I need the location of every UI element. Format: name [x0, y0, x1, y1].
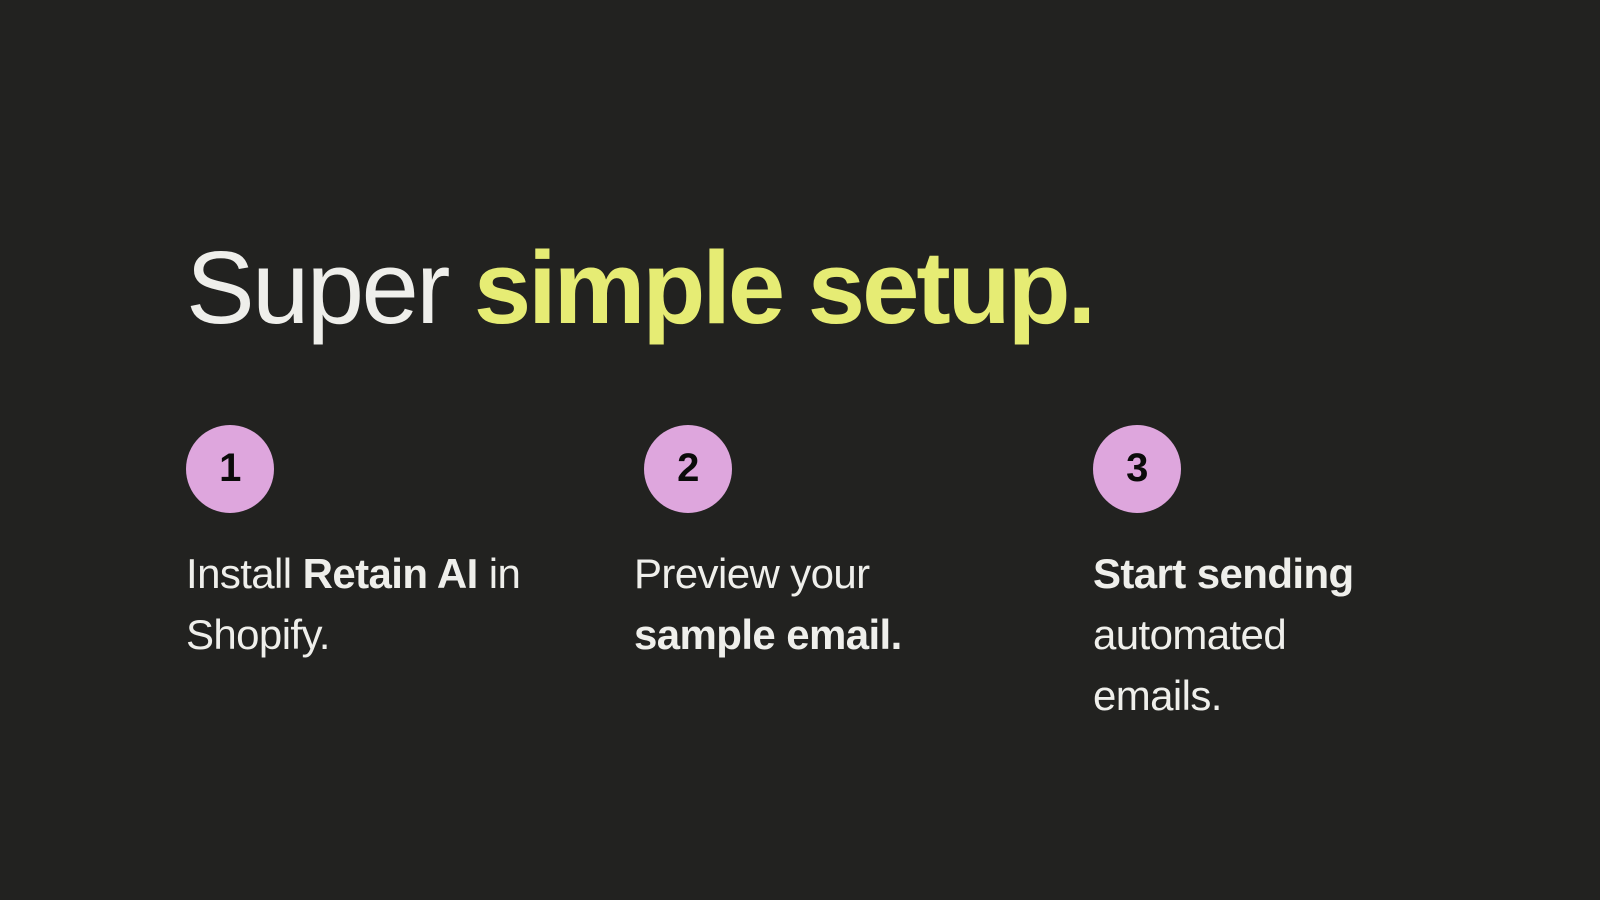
- steps-list: 1 Install Retain AI in Shopify. 2 Previe…: [186, 425, 1486, 726]
- step-1-segment-1: Install: [186, 550, 292, 597]
- step-number-3: 3: [1126, 446, 1148, 490]
- headline-space: [448, 230, 474, 345]
- step-item-1: 1 Install Retain AI in Shopify.: [186, 425, 609, 665]
- headline-plain-text: Super: [186, 230, 450, 345]
- step-text-1: Install Retain AI in Shopify.: [186, 543, 546, 665]
- page-title: Super simple setup.: [186, 230, 1096, 345]
- step-1-segment-2: Retain AI: [302, 550, 479, 597]
- step-2-segment-1: Preview your: [634, 550, 870, 597]
- step-3-segment-2: automated emails.: [1093, 611, 1287, 719]
- step-number-1: 1: [219, 446, 241, 490]
- step-number-2: 2: [677, 446, 699, 490]
- step-item-3: 3 Start sending automated emails.: [1032, 425, 1455, 726]
- step-3-segment-1: Start sending: [1093, 550, 1354, 597]
- step-text-2: Preview your sample email.: [634, 543, 992, 665]
- step-2-segment-2: sample email.: [634, 611, 902, 658]
- step-text-3: Start sending automated emails.: [1093, 543, 1415, 726]
- step-badge-3: 3: [1093, 425, 1181, 513]
- headline-accent-text: simple setup.: [473, 230, 1096, 345]
- step-1-segment-3: in Shopify.: [186, 550, 521, 658]
- step-badge-2: 2: [644, 425, 732, 513]
- step-badge-1: 1: [186, 425, 274, 513]
- step-item-2: 2 Preview your sample email.: [609, 425, 1032, 665]
